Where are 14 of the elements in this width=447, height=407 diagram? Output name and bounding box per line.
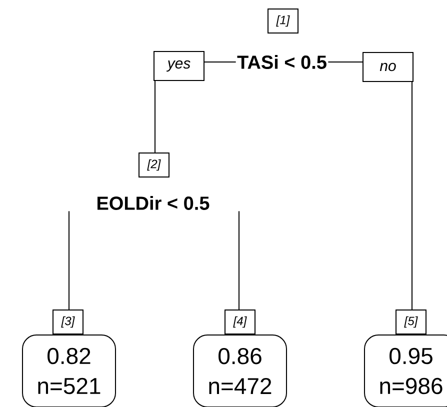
leaf-box: 0.82 n=521 — [22, 334, 116, 407]
node-number: [5] — [396, 310, 426, 334]
split-label: TASi < 0.5 — [237, 55, 326, 69]
leaf-box: 0.86 n=472 — [193, 334, 287, 407]
branch-line — [238, 210, 240, 310]
split-label: EOLDir < 0.5 — [98, 196, 210, 210]
node-number: [3] — [52, 310, 84, 334]
node-number: [1] — [268, 8, 298, 34]
edge-label: yes — [154, 51, 204, 81]
edge-label: no — [362, 52, 414, 82]
leaf-box: 0.95 n=986 — [364, 334, 447, 407]
branch-line — [68, 210, 70, 310]
node-number: [4] — [224, 310, 256, 334]
node-number: [2] — [138, 152, 170, 178]
